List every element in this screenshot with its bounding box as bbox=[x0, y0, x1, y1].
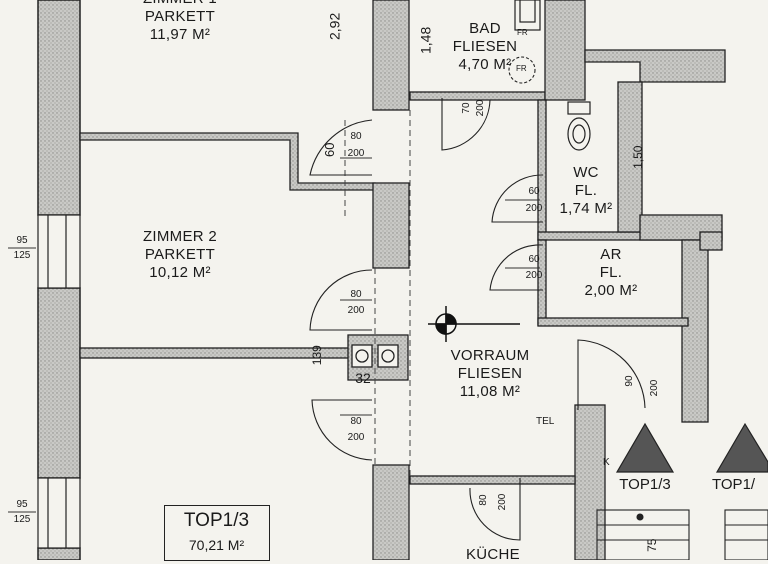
room-ar: AR FL. 2,00 M² bbox=[566, 246, 656, 300]
door-height-label: 200 bbox=[347, 305, 365, 316]
door-height-label: 200 bbox=[347, 432, 365, 443]
crosshair-icon bbox=[428, 306, 520, 342]
door-width-label: 80 bbox=[478, 494, 489, 506]
room-wc: WC FL. 1,74 M² bbox=[548, 164, 624, 218]
dimension-label: 2,92 bbox=[326, 12, 343, 41]
room-name: ZIMMER 1 bbox=[120, 0, 240, 8]
room-zimmer-1: ZIMMER 1 PARKETT 11,97 M² bbox=[120, 0, 240, 44]
door-height-label: 200 bbox=[525, 203, 543, 214]
room-kueche: KÜCHE bbox=[458, 546, 528, 564]
room-floor: PARKETT bbox=[144, 8, 216, 25]
window-height-label: 125 bbox=[13, 514, 31, 525]
door-width-label: 80 bbox=[350, 131, 362, 142]
fr-marker: FR bbox=[516, 64, 527, 73]
room-area: 11,97 M² bbox=[149, 26, 211, 43]
hallway-line bbox=[344, 110, 411, 478]
stair-label: TOP1/ bbox=[712, 476, 756, 493]
k-marker: K bbox=[603, 457, 610, 468]
dimension-label: 139 bbox=[309, 345, 324, 366]
dimension-line bbox=[8, 157, 540, 513]
unit-summary-box: TOP1/3 70,21 M² bbox=[164, 505, 270, 561]
room-floor: PARKETT bbox=[144, 246, 216, 263]
stair-dimension-label: 75 bbox=[644, 538, 659, 552]
window bbox=[37, 214, 81, 549]
room-bad: BAD FLIESEN 4,70 M² bbox=[435, 20, 535, 74]
room-zimmer-2: ZIMMER 2 PARKETT 10,12 M² bbox=[120, 228, 240, 282]
toilet bbox=[567, 101, 591, 151]
room-floor: FLIESEN bbox=[452, 38, 518, 55]
window-width-label: 95 bbox=[16, 499, 28, 510]
door-height-label: 200 bbox=[649, 379, 660, 397]
room-floor: FL. bbox=[599, 264, 623, 281]
tel-marker: TEL bbox=[536, 416, 555, 427]
room-floor: FLIESEN bbox=[457, 365, 523, 382]
unit-area: 70,21 M² bbox=[188, 537, 245, 553]
bathtub bbox=[514, 0, 541, 31]
room-name: BAD bbox=[469, 20, 501, 37]
door-width-label: 80 bbox=[350, 416, 362, 427]
window-height-label: 125 bbox=[13, 250, 31, 261]
room-name: AR bbox=[600, 246, 622, 263]
room-name: WC bbox=[573, 164, 599, 181]
door-height-label: 200 bbox=[497, 493, 508, 511]
door-width-label: 90 bbox=[624, 375, 635, 387]
door-height-label: 200 bbox=[525, 270, 543, 281]
room-area: 1,74 M² bbox=[559, 200, 613, 217]
door-height-label: 200 bbox=[347, 148, 365, 159]
unit-name: TOP1/3 bbox=[183, 510, 250, 531]
drain-icon bbox=[508, 56, 536, 84]
fr-marker: FR bbox=[517, 28, 528, 37]
room-area: 2,00 M² bbox=[584, 282, 638, 299]
door-width-label: 60 bbox=[528, 186, 540, 197]
shaft bbox=[347, 334, 409, 381]
room-name: ZIMMER 2 bbox=[142, 228, 218, 245]
room-name: VORRAUM bbox=[450, 347, 530, 364]
dimension-label: 1,50 bbox=[630, 145, 645, 169]
door-width-label: 60 bbox=[528, 254, 540, 265]
door-height-label: 200 bbox=[475, 99, 486, 117]
dimension-label: 32 bbox=[355, 370, 371, 386]
room-name: KÜCHE bbox=[465, 546, 520, 563]
room-area: 4,70 M² bbox=[458, 56, 512, 73]
room-vorraum: VORRAUM FLIESEN 11,08 M² bbox=[430, 347, 550, 401]
exterior-wall bbox=[37, 0, 81, 560]
window-width-label: 95 bbox=[16, 235, 28, 246]
room-area: 11,08 M² bbox=[459, 383, 521, 400]
door-swing bbox=[309, 98, 646, 541]
door-width-label: 80 bbox=[350, 289, 362, 300]
interior-wall bbox=[79, 0, 726, 560]
staircase bbox=[596, 509, 768, 560]
door-side-label: 60 bbox=[322, 142, 338, 158]
room-area: 10,12 M² bbox=[149, 264, 211, 281]
door-width-label: 70 bbox=[461, 102, 472, 114]
stair-arrow-icon bbox=[615, 422, 768, 473]
dimension-label: 1,48 bbox=[417, 26, 434, 55]
stair-label: TOP1/3 bbox=[619, 476, 671, 493]
room-floor: FL. bbox=[574, 182, 598, 199]
